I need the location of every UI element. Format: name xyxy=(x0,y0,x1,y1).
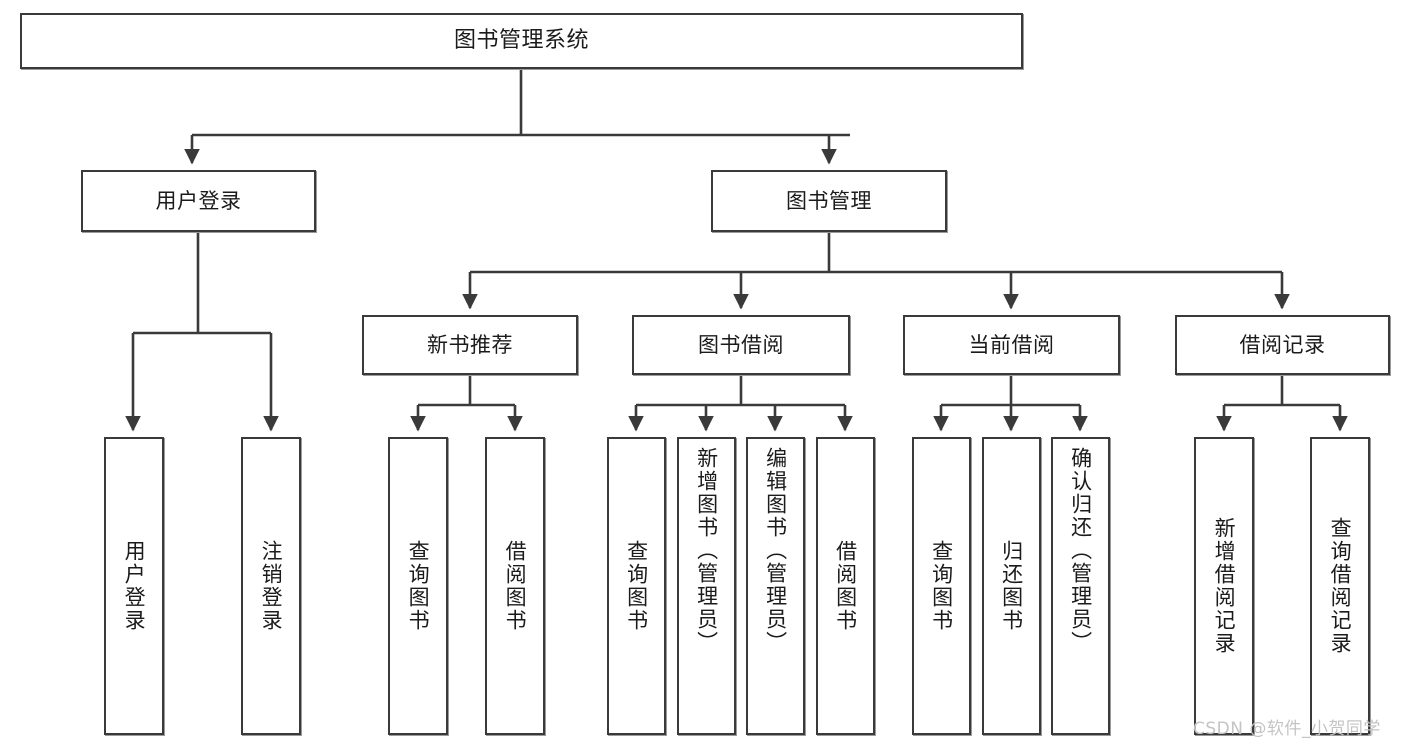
node-leaf-query-record-label: 查询借阅记录 xyxy=(1328,517,1353,655)
node-root-label: 图书管理系统 xyxy=(453,28,589,54)
node-new-book-recommend[interactable]: 新书推荐 xyxy=(362,315,578,375)
node-leaf-add-record[interactable]: 新增借阅记录 xyxy=(1194,437,1254,735)
node-leaf-query-book-2[interactable]: 查询图书 xyxy=(607,437,666,735)
node-current-borrow[interactable]: 当前借阅 xyxy=(903,315,1120,375)
node-leaf-query-book-1[interactable]: 查询图书 xyxy=(388,437,448,735)
node-leaf-edit-book[interactable]: 编辑图书（管理员） xyxy=(746,437,805,735)
node-leaf-query-book-3[interactable]: 查询图书 xyxy=(912,437,971,735)
node-leaf-confirm-return[interactable]: 确认归还（管理员） xyxy=(1051,437,1110,735)
node-new-book-recommend-label: 新书推荐 xyxy=(427,332,513,357)
node-leaf-query-record[interactable]: 查询借阅记录 xyxy=(1310,437,1370,735)
node-leaf-add-record-label: 新增借阅记录 xyxy=(1212,517,1237,655)
node-current-borrow-label: 当前借阅 xyxy=(968,332,1055,357)
watermark: CSDN @软件_小贺同学 xyxy=(1193,719,1381,739)
node-user-login-label: 用户登录 xyxy=(155,188,242,213)
node-leaf-user-login[interactable]: 用户登录 xyxy=(104,437,164,735)
node-leaf-return-book[interactable]: 归还图书 xyxy=(982,437,1041,735)
node-leaf-query-book-1-label: 查询图书 xyxy=(406,540,431,632)
node-leaf-user-logout-label: 注销登录 xyxy=(259,540,284,632)
node-leaf-borrow-book-2[interactable]: 借阅图书 xyxy=(816,437,875,735)
node-leaf-add-book-label: 新增图书（管理员） xyxy=(694,447,719,654)
node-leaf-confirm-return-label: 确认归还（管理员） xyxy=(1068,447,1093,654)
node-leaf-query-book-2-label: 查询图书 xyxy=(624,540,649,632)
node-borrow-record[interactable]: 借阅记录 xyxy=(1175,315,1390,375)
node-borrow-record-label: 借阅记录 xyxy=(1239,332,1326,357)
node-book-borrow-label: 图书借阅 xyxy=(698,332,784,357)
node-leaf-return-book-label: 归还图书 xyxy=(999,540,1024,632)
node-leaf-edit-book-label: 编辑图书（管理员） xyxy=(763,447,788,654)
node-leaf-user-logout[interactable]: 注销登录 xyxy=(241,437,301,735)
node-user-login[interactable]: 用户登录 xyxy=(81,170,316,232)
node-book-borrow[interactable]: 图书借阅 xyxy=(632,315,850,375)
node-leaf-user-login-label: 用户登录 xyxy=(122,540,147,632)
node-leaf-borrow-book-1-label: 借阅图书 xyxy=(503,540,528,632)
node-leaf-borrow-book-2-label: 借阅图书 xyxy=(833,540,858,632)
node-leaf-add-book[interactable]: 新增图书（管理员） xyxy=(677,437,736,735)
node-book-manage-label: 图书管理 xyxy=(786,188,872,213)
node-leaf-query-book-3-label: 查询图书 xyxy=(929,540,954,632)
node-leaf-borrow-book-1[interactable]: 借阅图书 xyxy=(485,437,545,735)
node-book-manage[interactable]: 图书管理 xyxy=(711,170,947,232)
node-root[interactable]: 图书管理系统 xyxy=(20,13,1023,69)
